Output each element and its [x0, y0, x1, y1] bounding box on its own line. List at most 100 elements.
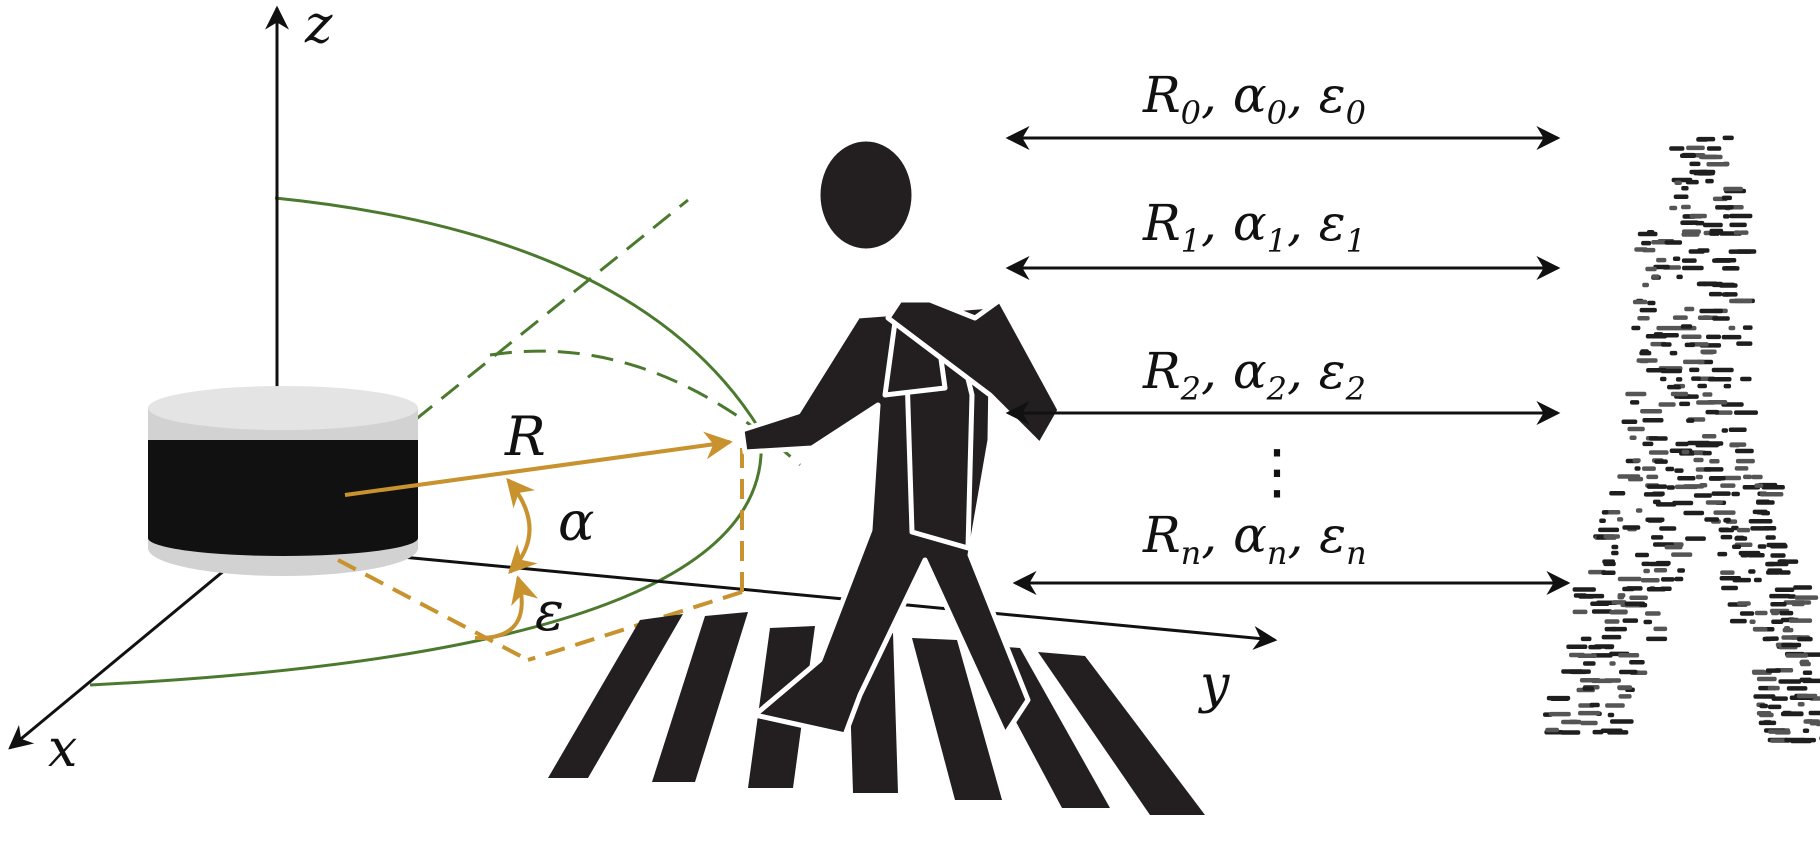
point-cloud-dash	[1724, 517, 1731, 523]
point-cloud-dash	[1736, 341, 1753, 346]
point-cloud-dash	[1629, 660, 1645, 665]
point-cloud-dash	[1784, 737, 1806, 743]
point-cloud-dash	[1655, 560, 1671, 566]
point-cloud-dash	[1736, 527, 1751, 533]
point-cloud-dash	[1732, 544, 1742, 549]
point-cloud-dash	[1646, 636, 1668, 642]
point-cloud-dash	[1780, 711, 1804, 717]
point-cloud-dash	[1572, 587, 1596, 592]
point-cloud-dash	[1701, 350, 1715, 355]
point-cloud-dash	[1588, 644, 1602, 650]
point-cloud-dash	[1751, 474, 1763, 480]
point-cloud-dash	[1607, 712, 1615, 718]
point-cloud-dash	[1702, 392, 1713, 397]
point-cloud-dash	[1681, 334, 1702, 339]
point-cloud-dash	[1695, 474, 1703, 480]
point-cloud-dash	[1617, 576, 1642, 582]
point-cloud-dash	[1769, 593, 1791, 599]
point-cloud-dash	[1641, 240, 1652, 246]
point-cloud-dash	[1611, 544, 1619, 550]
point-cloud-dash	[1625, 391, 1647, 397]
point-cloud-dash	[1771, 696, 1788, 701]
point-cloud-dash	[1651, 274, 1660, 279]
point-cloud-dash	[1712, 258, 1732, 263]
point-cloud-dash	[1698, 154, 1718, 160]
point-cloud-dash	[1572, 609, 1588, 615]
point-cloud-dash	[1674, 576, 1684, 582]
point-cloud-dash	[1735, 458, 1755, 464]
point-cloud-dash	[1603, 534, 1620, 539]
point-cloud-dash	[1664, 240, 1683, 245]
point-cloud-dash	[1728, 427, 1747, 432]
point-cloud-dash	[1639, 307, 1657, 313]
point-cloud-dash	[1764, 636, 1776, 641]
point-cloud-dash	[1677, 568, 1685, 573]
point-cloud-dash	[1704, 517, 1720, 522]
point-cloud-dash	[1791, 601, 1805, 607]
point-cloud-dash	[1683, 359, 1705, 365]
point-cloud-dash	[1589, 702, 1600, 708]
point-cloud-dash	[1766, 542, 1787, 548]
point-cloud-dash	[1793, 585, 1813, 590]
point-cloud-dash	[1707, 377, 1732, 382]
point-cloud-dash	[1770, 602, 1787, 607]
point-cloud-dash	[1645, 266, 1657, 272]
point-cloud-dash	[1627, 476, 1644, 482]
point-cloud-dash	[1781, 642, 1802, 648]
point-cloud-dash	[1619, 669, 1638, 675]
point-cloud-dash	[1724, 292, 1738, 297]
scan-ray-dashed	[414, 198, 689, 422]
point-cloud-dash	[1734, 466, 1749, 471]
return-row-n: Rn, αn, εn	[1012, 506, 1571, 595]
point-cloud-dash	[1624, 601, 1646, 606]
point-cloud-dash	[1642, 441, 1654, 447]
point-cloud-dash	[1719, 527, 1735, 533]
point-cloud-dash	[1765, 561, 1776, 567]
point-cloud-dash	[1684, 342, 1696, 348]
point-cloud-dash	[1681, 232, 1700, 237]
point-cloud-dash	[1653, 264, 1670, 270]
point-cloud-dash	[1719, 283, 1738, 288]
point-cloud-dash	[1788, 618, 1813, 623]
point-cloud-dash	[1648, 450, 1669, 455]
point-cloud-dash	[1729, 298, 1753, 304]
point-cloud-dash	[1635, 508, 1643, 513]
point-cloud-dash	[1689, 213, 1707, 219]
point-cloud-dash	[1709, 231, 1720, 236]
point-cloud-dash	[1560, 730, 1581, 735]
point-cloud-dash	[1758, 720, 1777, 726]
point-cloud-dash	[1578, 710, 1601, 716]
point-cloud-dash	[1618, 694, 1632, 699]
point-cloud-dash	[1728, 325, 1736, 331]
point-cloud-dash	[1734, 410, 1758, 415]
point-cloud-dash	[1681, 204, 1691, 210]
point-cloud-dash	[1702, 281, 1723, 287]
point-cloud-dash	[1779, 610, 1794, 616]
point-cloud-dash	[1754, 610, 1768, 616]
return-row-2: R2, α2, ε2	[1005, 342, 1561, 425]
point-cloud-dash	[1640, 349, 1649, 354]
point-cloud-dash	[1689, 161, 1701, 167]
z-axis-label: z	[304, 0, 333, 55]
point-cloud-dash	[1671, 552, 1693, 557]
point-cloud-dash	[1639, 358, 1649, 364]
point-cloud-dash	[1617, 593, 1626, 598]
point-cloud-dash	[1610, 719, 1634, 724]
point-cloud-dash	[1667, 384, 1681, 390]
y-axis	[349, 550, 1278, 650]
point-cloud-dash	[1646, 474, 1659, 480]
point-cloud-dash	[1753, 627, 1768, 632]
point-cloud-dash	[1648, 436, 1668, 441]
point-cloud-dash	[1629, 435, 1637, 440]
point-cloud-dash	[1601, 570, 1616, 575]
point-cloud-dash	[1658, 402, 1676, 407]
point-cloud-dash	[1631, 325, 1641, 331]
point-cloud-dash	[1717, 551, 1728, 557]
point-cloud-dash	[1749, 619, 1756, 624]
point-cloud-dash	[1679, 401, 1691, 407]
point-cloud-dash	[1778, 679, 1802, 684]
point-cloud-dash	[1661, 342, 1672, 347]
point-cloud-dash	[1672, 500, 1694, 506]
point-cloud-dash	[1756, 500, 1775, 505]
point-cloud-dash	[1604, 619, 1620, 624]
